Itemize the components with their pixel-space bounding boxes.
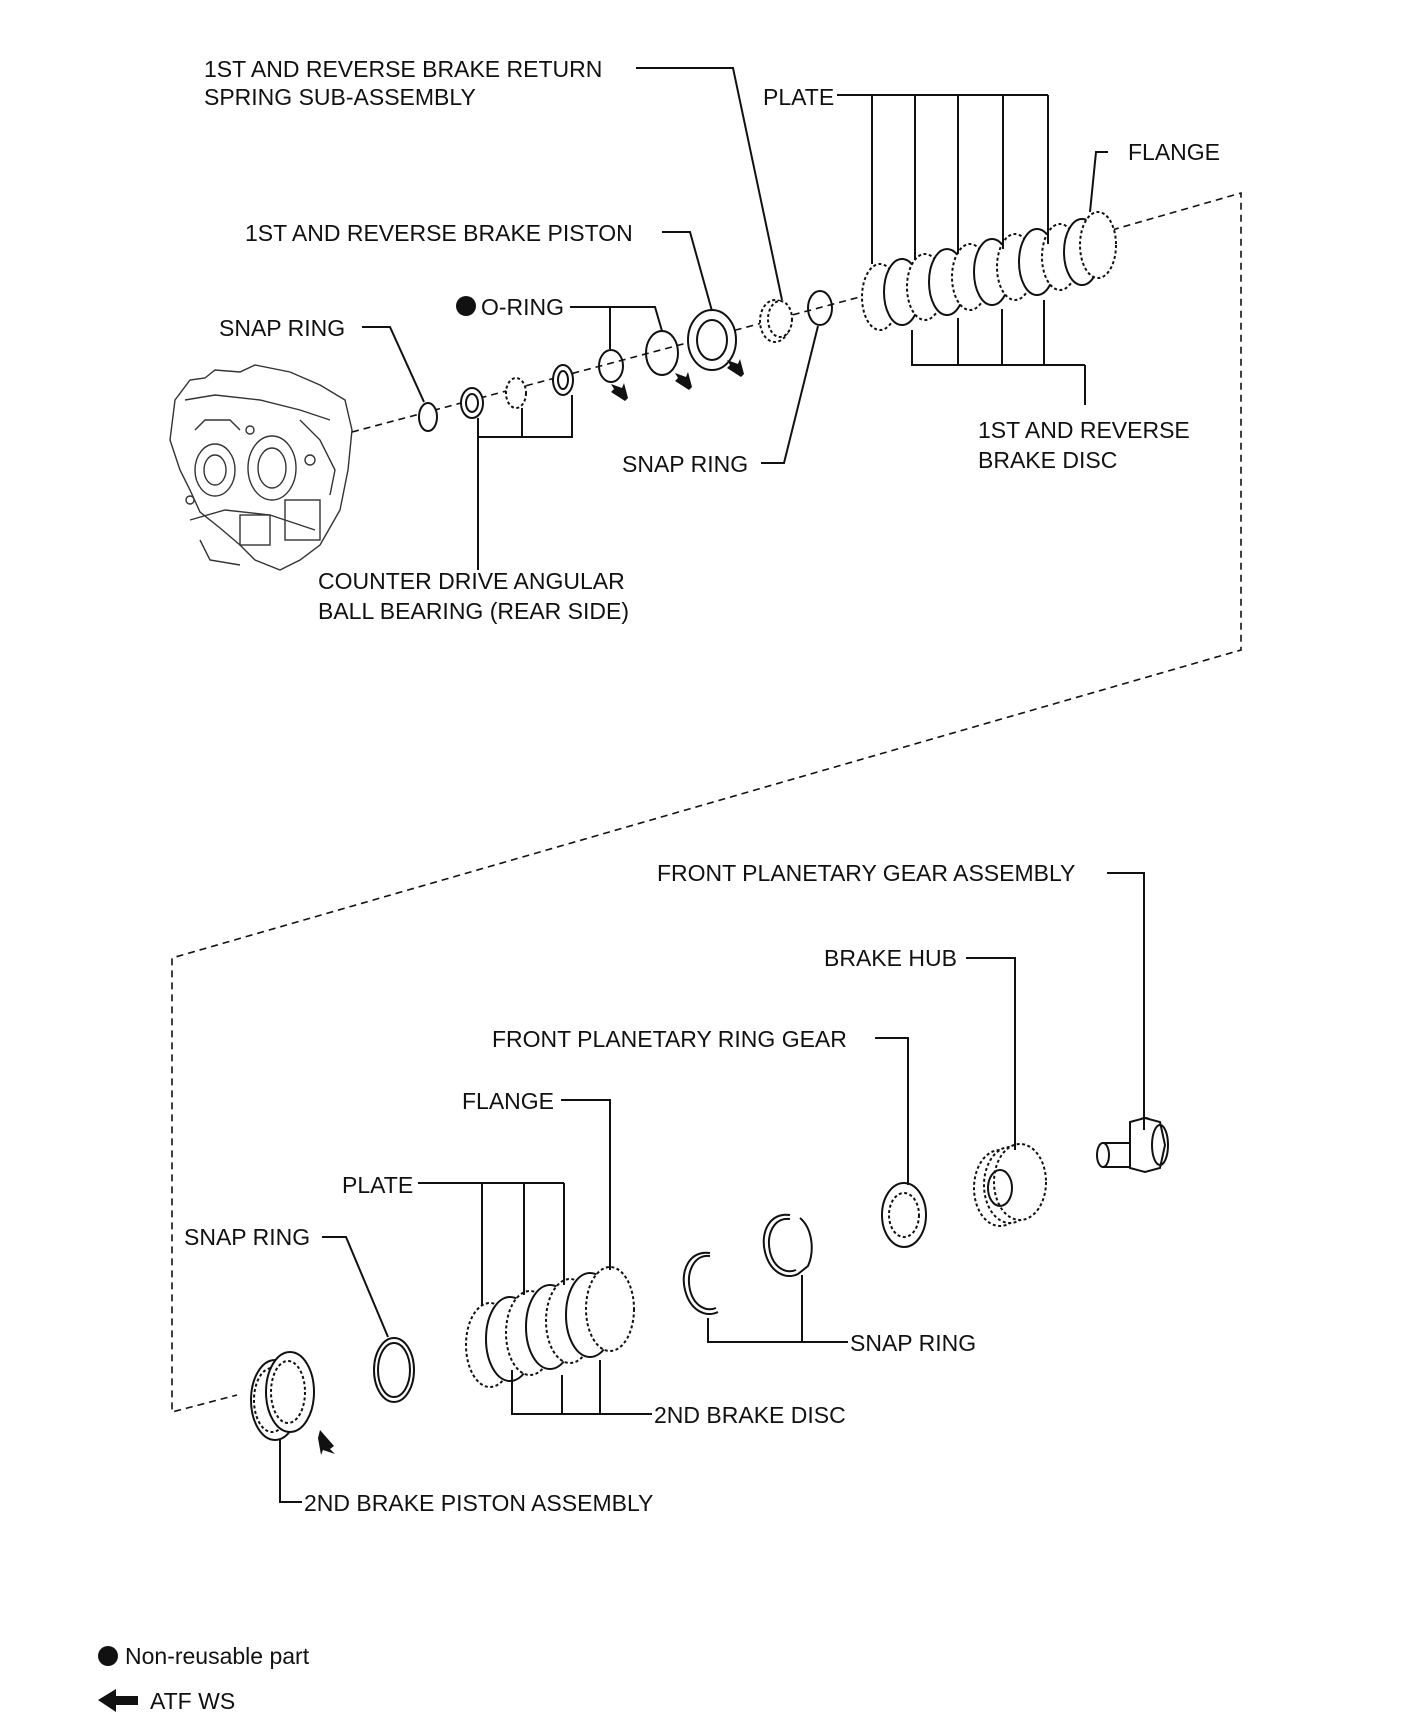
leader-lines-bottom [279, 872, 1145, 1503]
legend: Non-reusable part ATF WS [98, 1643, 310, 1714]
second-clutch-pack [465, 1266, 635, 1388]
label-reverse-disc-line1: 1ST AND REVERSE [978, 417, 1190, 443]
bearing-ring [505, 377, 527, 409]
label-o-ring: O-RING [481, 294, 564, 320]
brake-hub [973, 1143, 1047, 1227]
snap-ring-bottom-right-a [682, 1251, 719, 1315]
bearing-race [552, 364, 574, 396]
label-second-piston: 2ND BRAKE PISTON ASSEMBLY [304, 1490, 653, 1516]
reverse-clutch-pack [861, 211, 1117, 331]
label-snap-ring-bottom-right: SNAP RING [850, 1330, 976, 1356]
legend-non-reusable: Non-reusable part [125, 1643, 310, 1669]
label-snap-ring-top-right: SNAP RING [622, 451, 748, 477]
legend-atf: ATF WS [150, 1688, 235, 1714]
atf-arrows-top [611, 359, 744, 401]
label-brake-hub: BRAKE HUB [824, 945, 957, 971]
bearing-outer [460, 387, 484, 419]
snap-ring-top-left [418, 402, 438, 432]
label-reverse-disc-line2: BRAKE DISC [978, 447, 1117, 473]
snap-ring-bottom-left [373, 1337, 415, 1403]
label-return-spring-line2: SPRING SUB-ASSEMBLY [204, 84, 476, 110]
non-reusable-marker-o-ring [456, 296, 476, 316]
front-planetary-ring-gear [881, 1182, 927, 1248]
label-plate-bottom: PLATE [342, 1172, 413, 1198]
non-reusable-legend-marker [98, 1646, 118, 1666]
label-second-disc: 2ND BRAKE DISC [654, 1402, 846, 1428]
o-ring-small [598, 349, 624, 383]
label-flange-bottom: FLANGE [462, 1088, 554, 1114]
label-bearing-line2: BALL BEARING (REAR SIDE) [318, 598, 629, 624]
label-plate-top: PLATE [763, 84, 834, 110]
atf-legend-arrow-icon [98, 1689, 138, 1712]
label-snap-ring-bottom-left: SNAP RING [184, 1224, 310, 1250]
label-bearing-line1: COUNTER DRIVE ANGULAR [318, 568, 625, 594]
label-reverse-piston: 1ST AND REVERSE BRAKE PISTON [245, 220, 633, 246]
transmission-case [169, 364, 353, 571]
label-snap-ring-top-left: SNAP RING [219, 315, 345, 341]
front-planetary-gear-assembly [1096, 1116, 1169, 1174]
label-front-planetary-gear: FRONT PLANETARY GEAR ASSEMBLY [657, 860, 1075, 886]
leader-lines-top [362, 67, 1108, 570]
label-return-spring-line1: 1ST AND REVERSE BRAKE RETURN [204, 56, 602, 82]
section-connector [171, 191, 1242, 1414]
label-flange-top: FLANGE [1128, 139, 1220, 165]
o-ring-large [645, 330, 679, 376]
second-brake-piston [250, 1351, 315, 1441]
snap-ring-bottom-right-b [762, 1213, 813, 1277]
label-front-planetary-ring: FRONT PLANETARY RING GEAR [492, 1026, 847, 1052]
atf-arrow-piston [318, 1430, 335, 1455]
snap-ring-top-right [807, 290, 833, 326]
